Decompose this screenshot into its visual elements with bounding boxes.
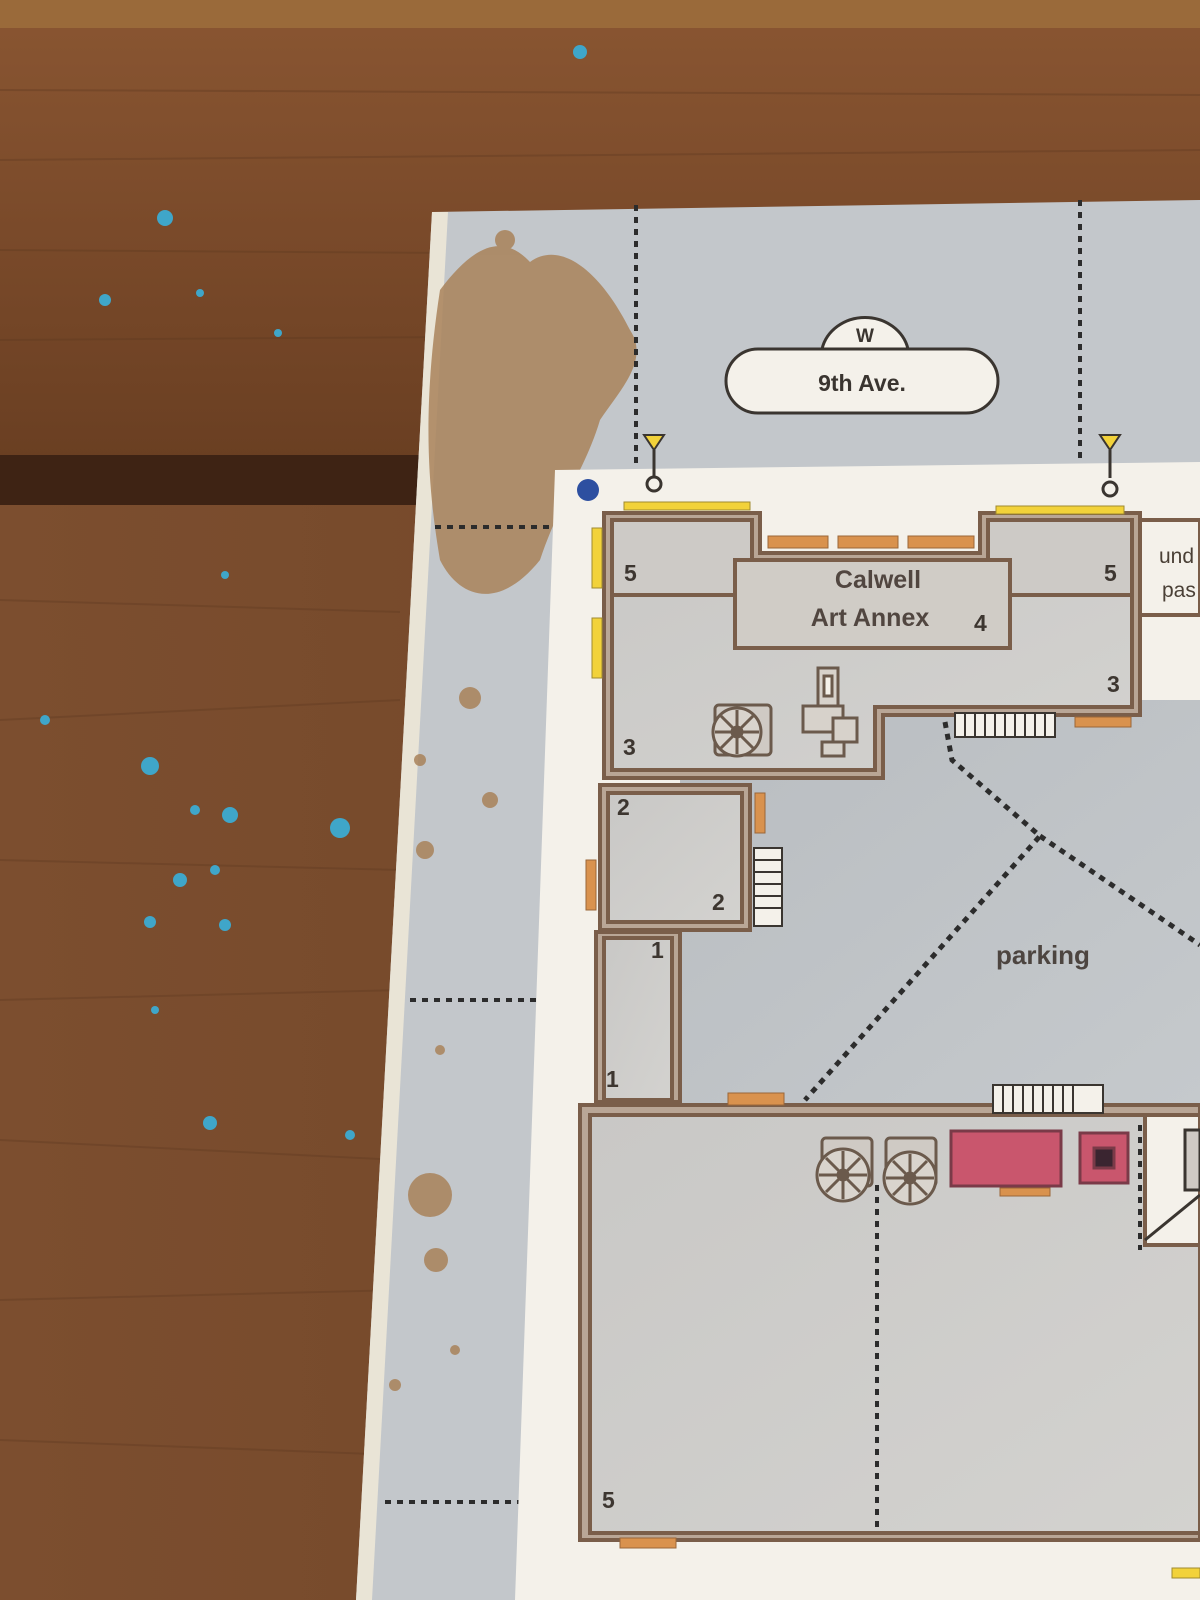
doors [585, 535, 1132, 1549]
pottery-wheel-icon [711, 703, 773, 758]
room-number-label: 5 [624, 560, 637, 586]
room-number-label: 5 [1104, 560, 1117, 586]
push-pin-icon [577, 479, 599, 501]
street-sign: W 9th Ave. [724, 315, 1000, 415]
room-number-label: 1 [606, 1066, 619, 1092]
entrance-flag-icon [642, 434, 666, 493]
kiln-room [1144, 1128, 1200, 1242]
direction-badge: W [856, 326, 874, 347]
room-number-label: 3 [1107, 671, 1120, 697]
printing-press-icon [949, 1129, 1130, 1188]
building-floorplan [578, 511, 1200, 1542]
entrance-flag-icon [1098, 434, 1122, 498]
room-number-label: 5 [602, 1487, 615, 1513]
pottery-wheel-icon [815, 1136, 874, 1203]
room-number-label: 3 [623, 734, 636, 760]
stairs-icon [992, 1084, 1104, 1114]
parking-label: parking [996, 940, 1090, 970]
parking-lot [680, 700, 1200, 1105]
room-number-label: 1 [651, 937, 664, 963]
cut-label-line1: und [1159, 545, 1194, 568]
stairs-icon [954, 712, 1056, 738]
windows [591, 501, 1200, 1579]
workbench-icon [801, 666, 859, 758]
room-number-label: 2 [712, 889, 725, 915]
cut-label-line2: pas [1162, 579, 1196, 602]
room-number-label: 2 [617, 794, 630, 820]
building-name-line2: Art Annex [811, 604, 930, 632]
stairs-icon [753, 847, 783, 927]
pottery-wheel-icon [882, 1136, 938, 1206]
building-name-line1: Calwell [835, 566, 921, 594]
parking-dashes [803, 721, 1200, 1102]
coffee-stain [389, 230, 637, 1391]
room-number-label: 4 [974, 610, 987, 636]
street-label: 9th Ave. [818, 370, 906, 396]
